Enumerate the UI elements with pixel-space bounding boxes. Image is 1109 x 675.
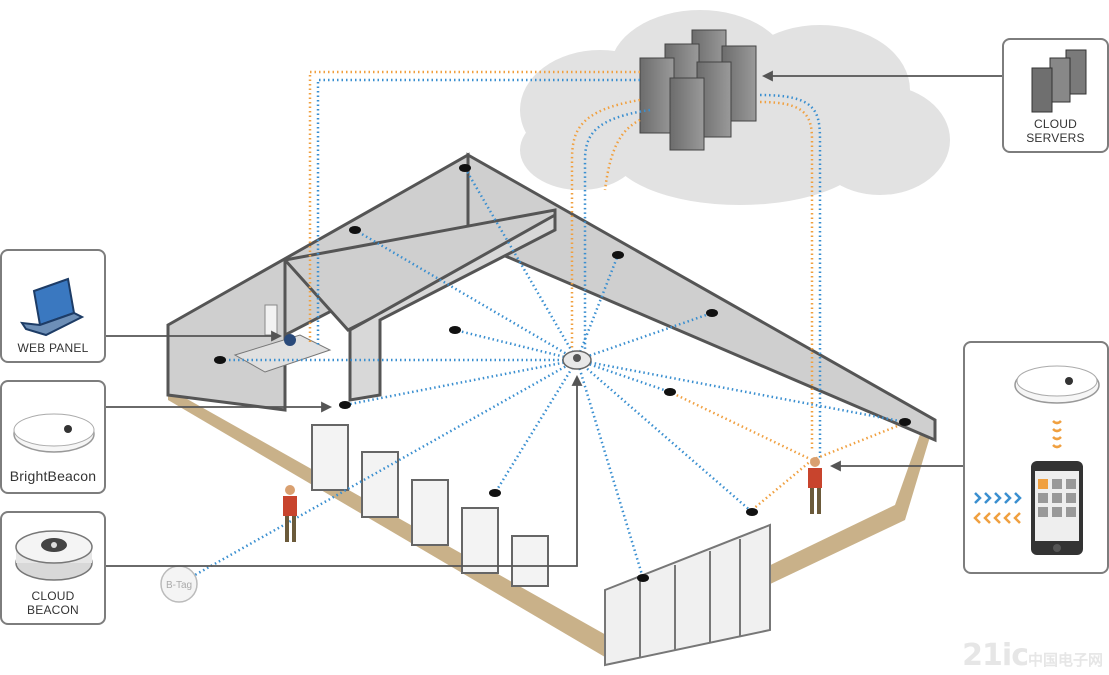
smartphone-icon (973, 365, 1100, 555)
server-rack-group (639, 29, 757, 151)
bright-beacon-label: BrightBeacon (9, 468, 97, 484)
watermark: 21ic中国电子网 (962, 638, 1103, 673)
bright-beacon-icon (13, 413, 95, 453)
laptop-icon (19, 277, 85, 337)
desk-workstation (233, 304, 332, 373)
cloud-link-lines (308, 70, 901, 511)
b-tag: B-Tag (160, 565, 198, 603)
web-panel-label: WEB PANEL (17, 341, 89, 355)
glass-entrance (604, 523, 771, 667)
wall-beacons (214, 164, 911, 582)
beacon-signal-lines (194, 167, 906, 579)
servers-icon (1031, 49, 1087, 113)
b-tag-label: B-Tag (166, 580, 192, 591)
central-beacon-hub (562, 350, 592, 370)
bright-beacon-callout: BrightBeacon (0, 380, 106, 494)
person-phone (808, 457, 822, 514)
callout-connectors (106, 70, 1002, 567)
web-panel-callout: WEB PANEL (0, 249, 106, 363)
person-walking (283, 485, 297, 542)
cloud-beacon-icon (15, 530, 93, 581)
phone-callout (963, 341, 1109, 574)
